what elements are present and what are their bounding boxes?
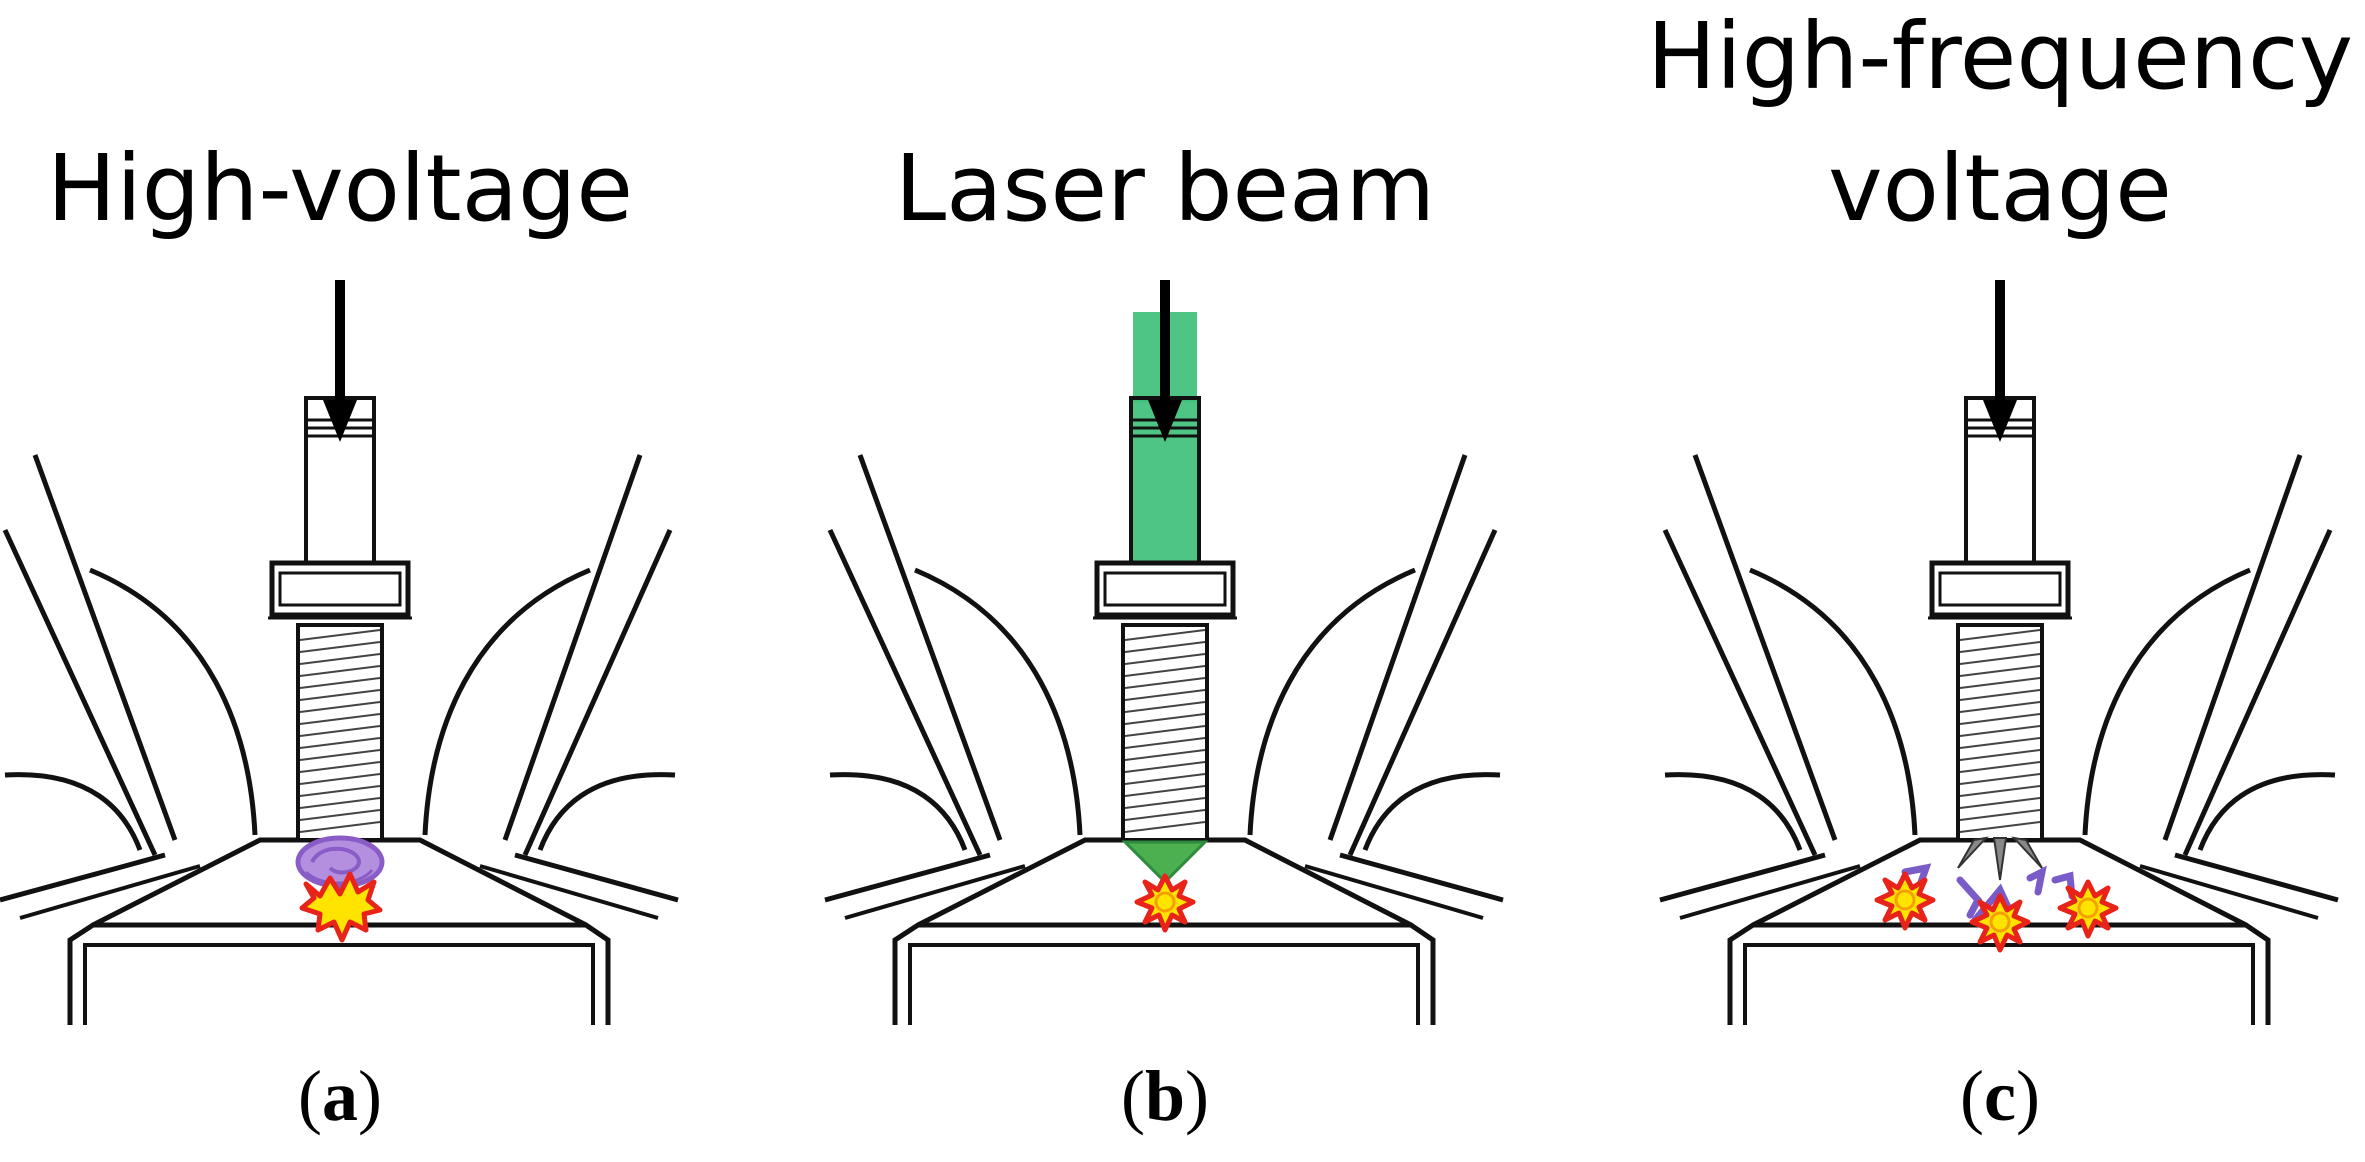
- panel-c: High-frequency voltage (c): [1647, 3, 2353, 1136]
- panel-a: High-voltage (a): [0, 135, 678, 1136]
- panel-c-title-line-2: voltage: [1828, 135, 2172, 242]
- panel-c-title-line-1: High-frequency: [1647, 3, 2353, 110]
- panel-b-caption: (b): [1121, 1056, 1209, 1136]
- purple-arc-discharge-icon: [295, 835, 385, 889]
- arrow-down-icon: [1983, 280, 2017, 442]
- spark-icon: [1877, 874, 1933, 928]
- panel-b: Laser beam (b): [825, 135, 1503, 1136]
- panel-a-title: High-voltage: [47, 135, 633, 242]
- arrow-down-icon: [323, 280, 357, 442]
- corona-igniter-c: [1928, 398, 2072, 840]
- spark-icon: [1972, 896, 2028, 950]
- spark-icon: [2060, 882, 2116, 936]
- panel-a-caption: (a): [298, 1056, 382, 1136]
- electrode-tips-icon: [1957, 836, 2043, 881]
- panel-c-caption: (c): [1960, 1056, 2040, 1136]
- panel-b-title: Laser beam: [895, 135, 1435, 242]
- laser-focus-cone-icon: [1121, 840, 1209, 885]
- spark-icon: [1137, 876, 1193, 930]
- spark-plug-a: [268, 398, 412, 840]
